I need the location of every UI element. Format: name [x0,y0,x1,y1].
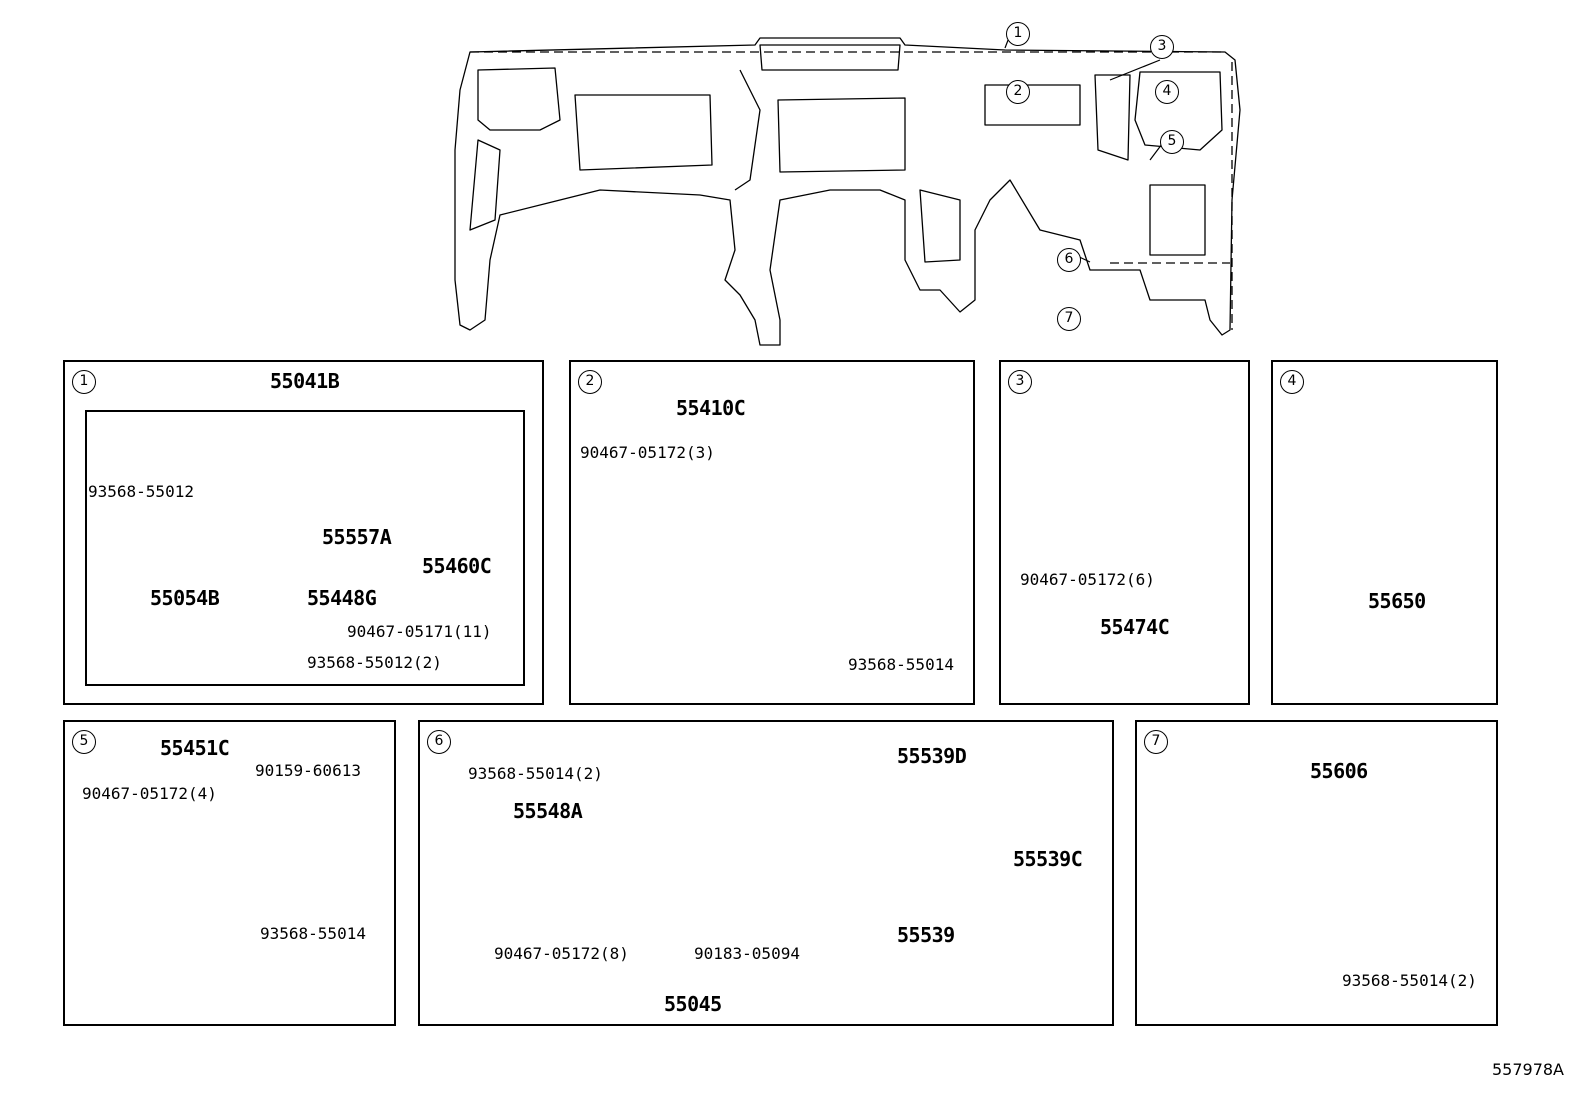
part-55054B: 55054B [150,586,220,610]
part-93568-55014-2-panel7: 93568-55014(2) [1342,971,1477,990]
panel-1-callout: 1 [72,370,96,394]
panel-5 [63,720,396,1026]
part-90467-05172-3: 90467-05172(3) [580,443,715,462]
part-55539C: 55539C [1013,847,1083,871]
part-90467-05171-11: 90467-05171(11) [347,622,492,641]
panel-6 [418,720,1114,1026]
diagram-reference-code: 557978A [1491,1060,1564,1079]
part-90467-05172-6: 90467-05172(6) [1020,570,1155,589]
panel-4-callout: 4 [1280,370,1304,394]
part-55539D: 55539D [897,744,967,768]
part-90183-05094: 90183-05094 [694,944,800,963]
panel-6-callout: 6 [427,730,451,754]
panel-5-callout: 5 [72,730,96,754]
part-90467-05172-4: 90467-05172(4) [82,784,217,803]
part-93568-55014: 93568-55014 [848,655,954,674]
part-93568-55014-2: 93568-55014(2) [468,764,603,783]
part-55451C: 55451C [160,736,230,760]
part-55548A: 55548A [513,799,583,823]
overview-callout-2: 2 [1006,80,1030,104]
part-55448G: 55448G [307,586,377,610]
overview-callout-7: 7 [1057,307,1081,331]
overview-callout-4: 4 [1155,80,1179,104]
panel-3-callout: 3 [1008,370,1032,394]
part-90159-60613: 90159-60613 [255,761,361,780]
panel-1 [63,360,544,705]
panel-2-callout: 2 [578,370,602,394]
part-93568-55012: 93568-55012 [88,482,194,501]
panel-3 [999,360,1250,705]
panel-1-assembly-box [85,410,525,686]
dashboard-frame-illustration [454,37,1241,346]
part-55410C: 55410C [676,396,746,420]
panel-7-callout: 7 [1144,730,1168,754]
overview-callout-3: 3 [1150,35,1174,59]
panel-2 [569,360,975,705]
panel-7 [1135,720,1498,1026]
part-55650: 55650 [1368,589,1426,613]
overview-callout-6: 6 [1057,248,1081,272]
part-93568-55012-2: 93568-55012(2) [307,653,442,672]
panel-4 [1271,360,1498,705]
part-93568-55014-panel5: 93568-55014 [260,924,366,943]
part-55474C: 55474C [1100,615,1170,639]
part-55460C: 55460C [422,554,492,578]
part-55557A: 55557A [322,525,392,549]
part-55045: 55045 [664,992,722,1016]
part-55041B: 55041B [270,369,340,393]
part-90467-05172-8: 90467-05172(8) [494,944,629,963]
part-55606: 55606 [1310,759,1368,783]
overview-callout-5: 5 [1160,130,1184,154]
overview-callout-1: 1 [1006,22,1030,46]
part-55539: 55539 [897,923,955,947]
